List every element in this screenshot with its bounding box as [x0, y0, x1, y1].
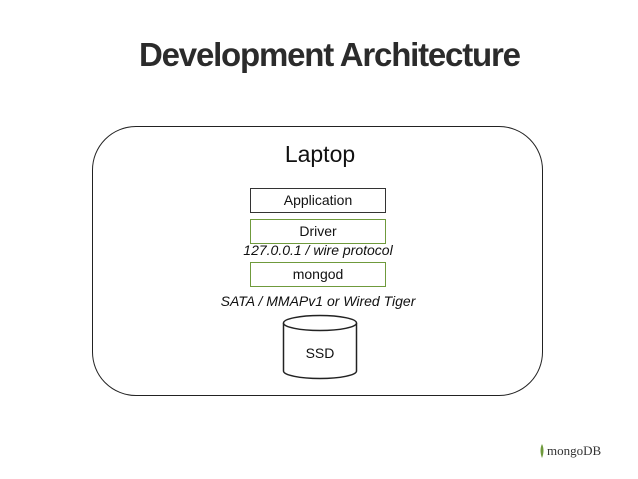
ssd-cylinder-icon: [282, 314, 358, 380]
ssd-label: SSD: [305, 345, 335, 361]
mongodb-logo: mongoDB: [538, 440, 638, 464]
application-layer: Application: [250, 188, 386, 213]
mongod-layer: mongod: [250, 262, 386, 287]
slide-title: Development Architecture: [139, 36, 521, 73]
driver-layer: Driver: [250, 219, 386, 244]
logo-text: mongoDB: [547, 443, 602, 458]
leaf-icon: [540, 444, 544, 458]
storage-engine-label: SATA / MMAPv1 or Wired Tiger: [220, 293, 416, 309]
laptop-label: Laptop: [284, 141, 356, 167]
wire-protocol-label: 127.0.0.1 / wire protocol: [243, 242, 393, 258]
laptop-container: [92, 126, 543, 396]
